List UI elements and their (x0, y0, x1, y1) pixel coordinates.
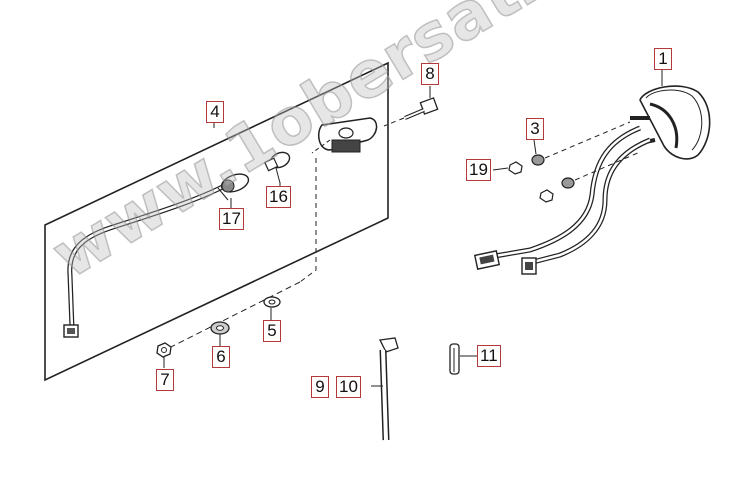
pin-11 (449, 343, 478, 375)
cable-17 (67, 179, 234, 329)
part-label-17[interactable]: 17 (219, 208, 244, 230)
screw-8 (383, 97, 439, 127)
part-label-19[interactable]: 19 (466, 159, 491, 181)
part-label-10[interactable]: 10 (336, 376, 361, 398)
part-label-6[interactable]: 6 (212, 346, 230, 368)
tail-lamp-1 (630, 85, 711, 160)
group-4-panel (44, 61, 389, 382)
cable-tie-9-10 (371, 337, 399, 441)
part-label-4[interactable]: 4 (206, 101, 224, 123)
part-label-7[interactable]: 7 (156, 369, 174, 391)
part-label-5[interactable]: 5 (263, 320, 281, 342)
part-label-11[interactable]: 11 (477, 345, 501, 367)
part-label-16[interactable]: 16 (266, 186, 291, 208)
part-label-8[interactable]: 8 (421, 63, 439, 85)
washer-3 (531, 154, 545, 166)
lamp-harness (494, 125, 641, 259)
part-label-1[interactable]: 1 (654, 48, 672, 70)
part-label-9[interactable]: 9 (311, 376, 329, 398)
part-label-3[interactable]: 3 (526, 118, 544, 140)
nut-19 (508, 161, 523, 175)
